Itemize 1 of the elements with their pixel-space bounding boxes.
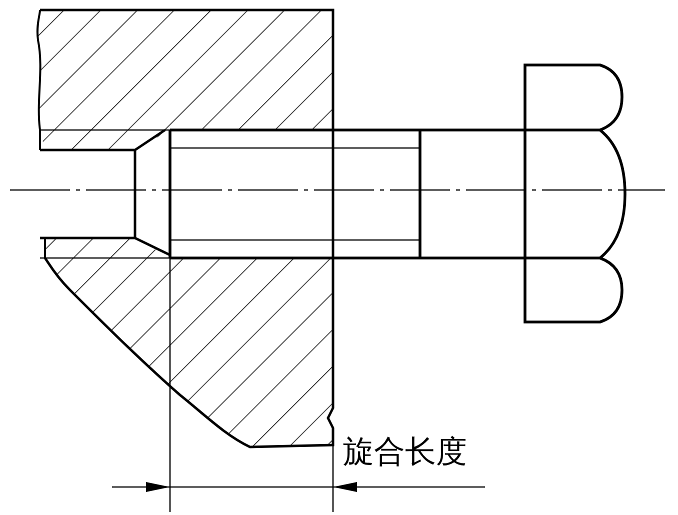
dimension-text: 旋合长度 [343,434,467,472]
